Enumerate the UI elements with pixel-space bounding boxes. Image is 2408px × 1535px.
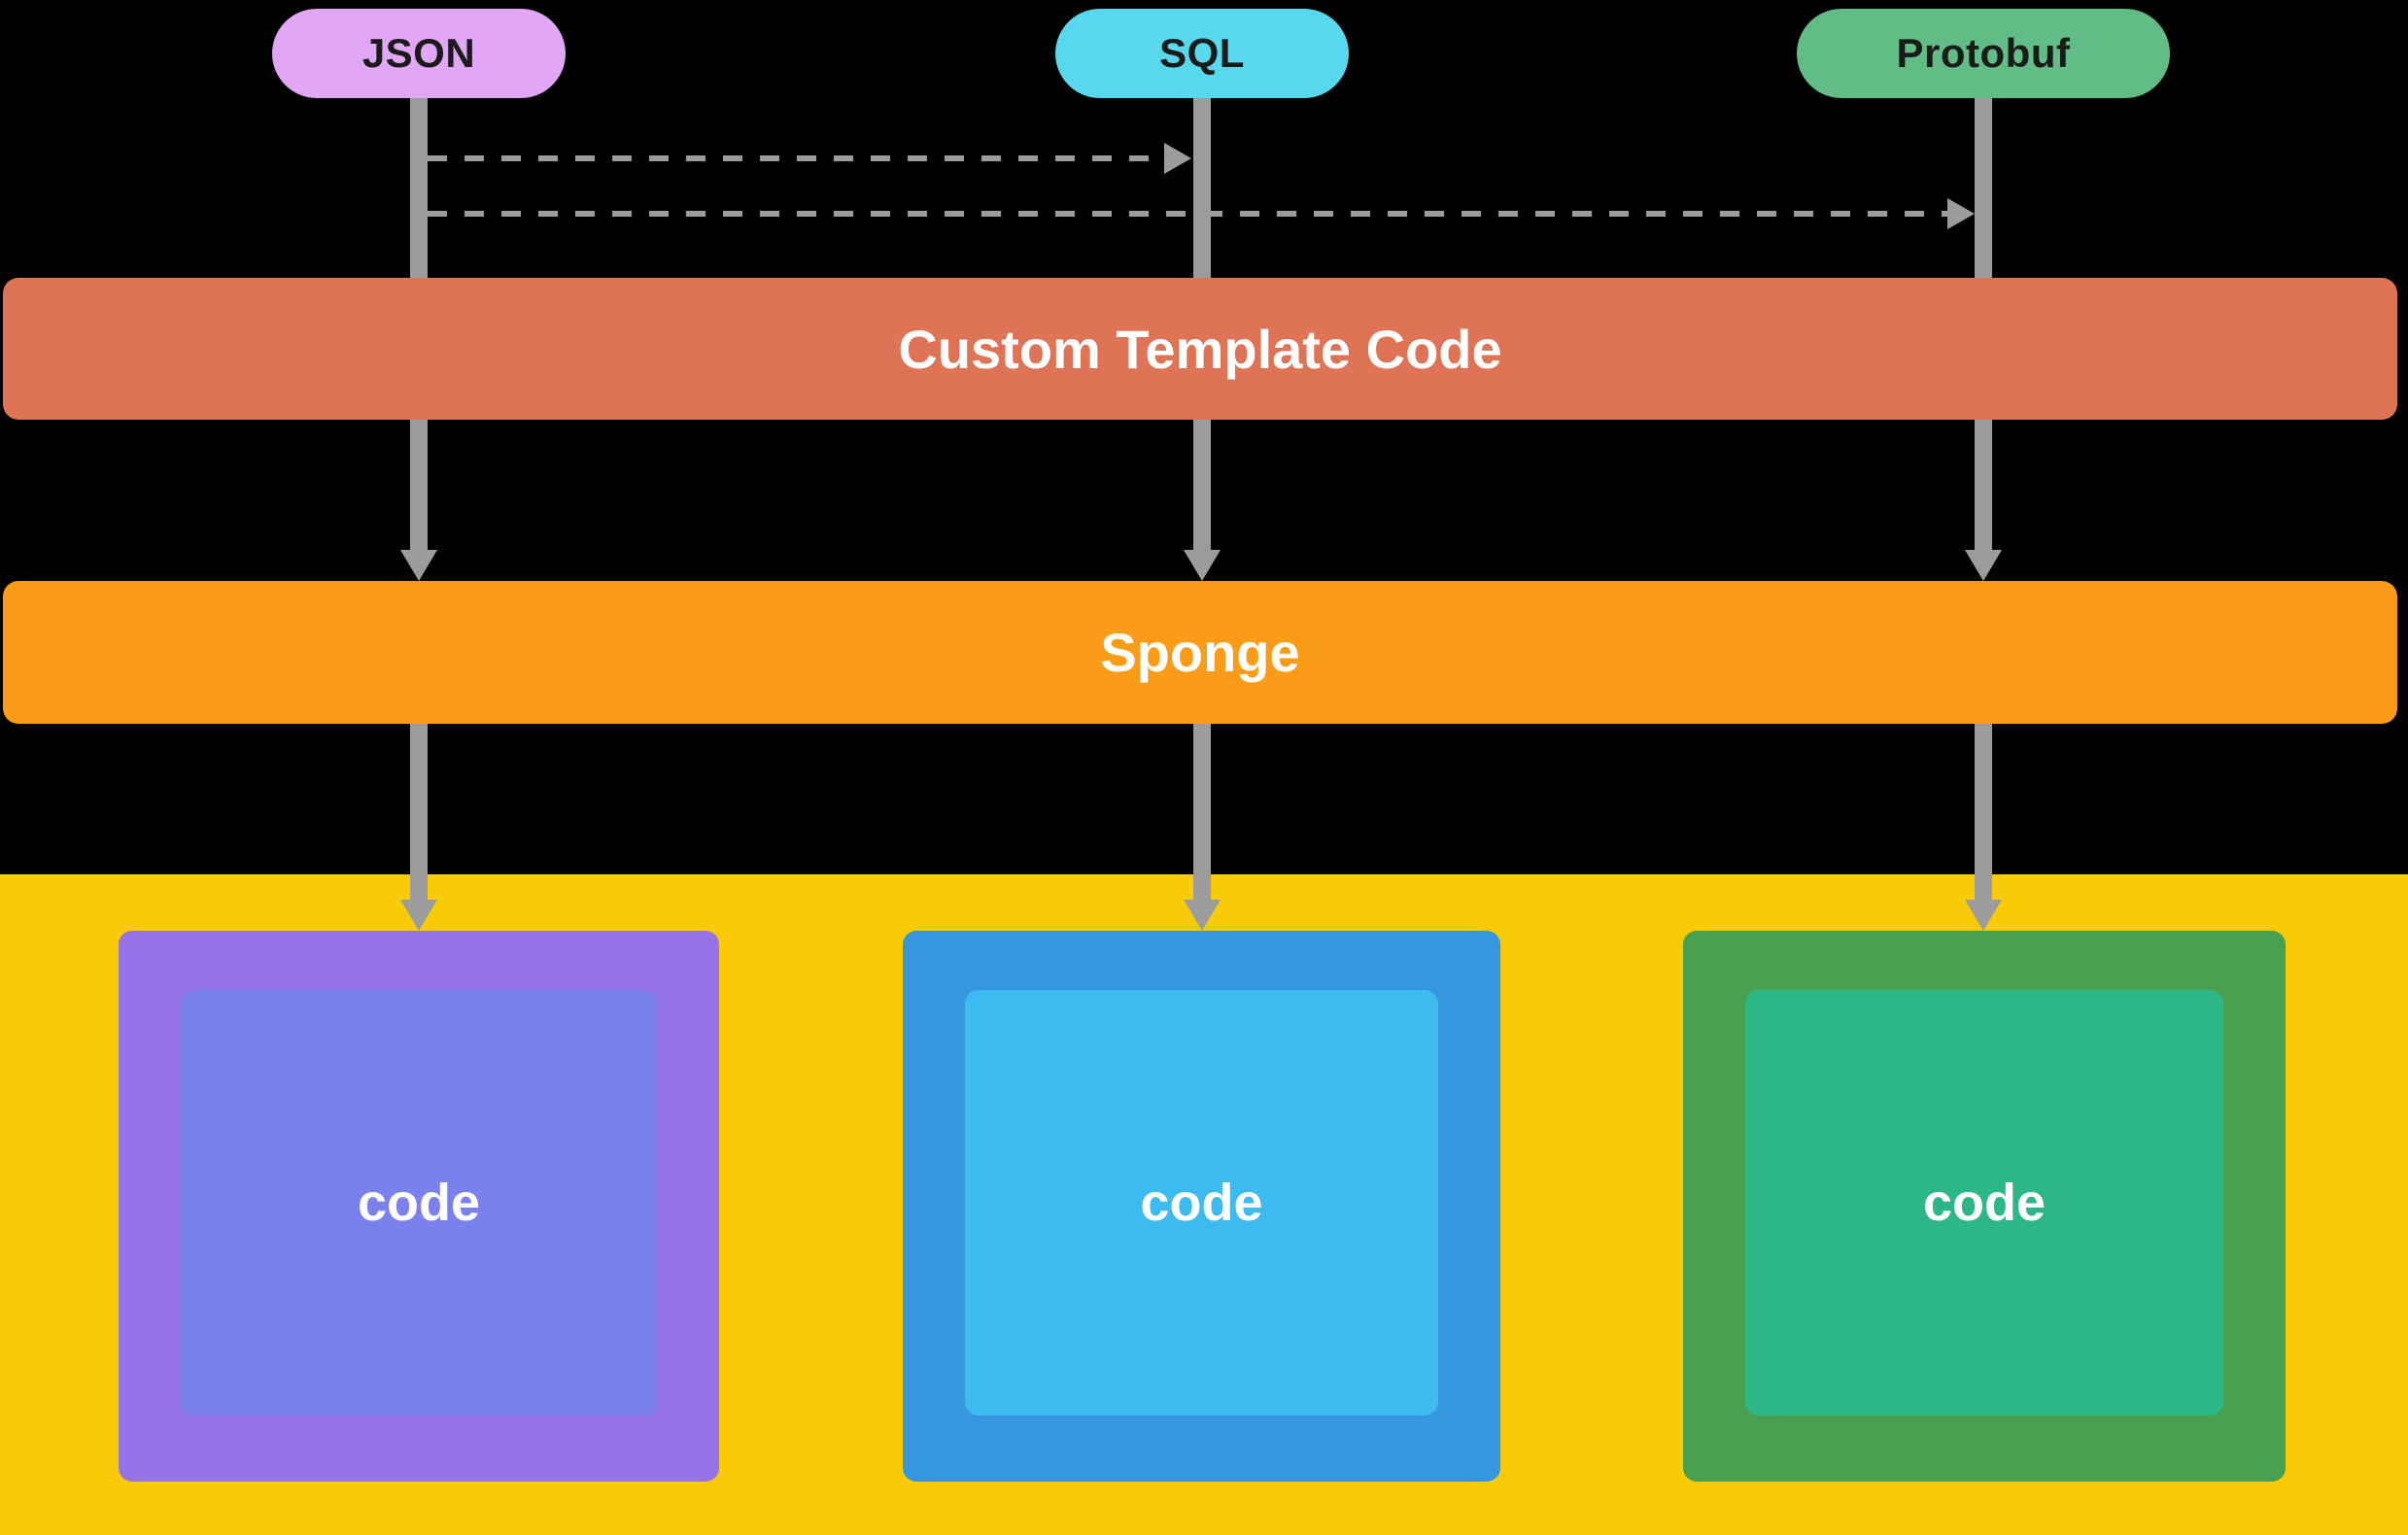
code-box-sql-inner: code bbox=[965, 990, 1438, 1416]
code-box-json-inner: code bbox=[181, 990, 657, 1416]
layer-label-custom-template-code: Custom Template Code bbox=[898, 318, 1502, 380]
flow-line-sql-to-template bbox=[1193, 98, 1211, 278]
flow-line-protobuf-to-sponge bbox=[1975, 420, 1992, 550]
source-pill-json: JSON bbox=[272, 9, 566, 98]
flow-line-protobuf-to-template bbox=[1975, 98, 1992, 278]
source-label-json: JSON bbox=[361, 30, 476, 76]
source-label-sql: SQL bbox=[1159, 30, 1245, 76]
code-box-protobuf-inner: code bbox=[1745, 990, 2223, 1416]
arrowhead-protobuf-into-code bbox=[1965, 900, 2002, 931]
layer-label-sponge: Sponge bbox=[1100, 622, 1300, 683]
arrowhead-sql-into-code bbox=[1184, 900, 1221, 931]
flow-line-protobuf-to-code bbox=[1975, 724, 1992, 900]
code-label-json: code bbox=[357, 1174, 481, 1232]
layer-bar-custom-template-code: Custom Template Code bbox=[3, 278, 2397, 420]
code-box-protobuf: code bbox=[1683, 931, 2286, 1482]
arrowhead-json-into-code bbox=[400, 900, 437, 931]
flow-line-json-to-sponge bbox=[410, 420, 428, 550]
arrowhead-sql-into-sponge bbox=[1184, 550, 1221, 581]
source-label-protobuf: Protobuf bbox=[1896, 30, 2071, 76]
arrowhead-protobuf-into-sponge bbox=[1965, 550, 2002, 581]
code-label-sql: code bbox=[1140, 1174, 1263, 1232]
layer-bar-sponge: Sponge bbox=[3, 581, 2397, 724]
dashed-arrow-json-to-sql bbox=[428, 155, 1166, 161]
flow-line-sql-to-sponge bbox=[1193, 420, 1211, 550]
flow-line-sql-to-code bbox=[1193, 724, 1211, 900]
source-pill-protobuf: Protobuf bbox=[1797, 9, 2170, 98]
arrowhead-json-into-sponge bbox=[400, 550, 437, 581]
code-box-sql: code bbox=[903, 931, 1500, 1482]
source-pill-sql: SQL bbox=[1055, 9, 1349, 98]
code-box-json: code bbox=[119, 931, 719, 1482]
dashed-arrow-json-to-protobuf bbox=[428, 211, 1949, 217]
arrowhead-json-to-sql bbox=[1164, 143, 1191, 174]
code-label-protobuf: code bbox=[1922, 1174, 2047, 1232]
flow-line-json-to-code bbox=[410, 724, 428, 900]
arrowhead-json-to-protobuf bbox=[1947, 198, 1975, 229]
flow-line-json-to-template bbox=[410, 98, 428, 278]
